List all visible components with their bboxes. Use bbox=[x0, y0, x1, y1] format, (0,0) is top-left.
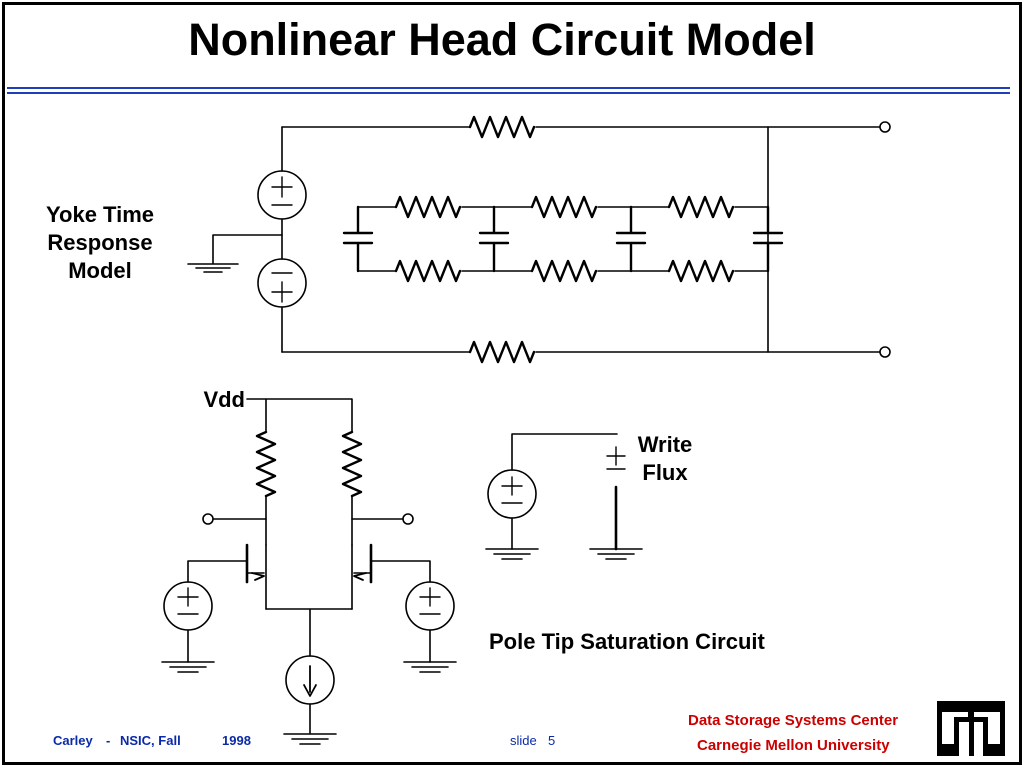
footer-separator: - bbox=[106, 733, 111, 748]
ground-tail-icon bbox=[283, 733, 337, 745]
write-flux-label-line1: Write bbox=[638, 432, 693, 457]
terminal-top-icon bbox=[879, 121, 891, 133]
footer-year: 1998 bbox=[222, 733, 251, 748]
resistor-bottom-icon bbox=[468, 340, 536, 364]
output-right-terminal-icon bbox=[402, 513, 414, 525]
load-resistor-right-icon bbox=[341, 430, 363, 498]
cmu-dssc-logo-icon bbox=[937, 701, 1005, 756]
footer-author: Carley bbox=[53, 733, 93, 748]
voltage-source-lower-icon bbox=[257, 258, 307, 308]
ground-write-left-icon bbox=[485, 548, 539, 560]
ground-bias-right-icon bbox=[403, 661, 457, 673]
write-flux-circuit bbox=[485, 433, 643, 560]
brand-line2: Carnegie Mellon University bbox=[697, 737, 890, 754]
ground-left-icon bbox=[187, 263, 239, 273]
footer-slide-number: 5 bbox=[548, 733, 556, 748]
terminal-bottom-icon bbox=[879, 346, 891, 358]
footer-slide-label: slide bbox=[510, 733, 537, 748]
transistor-left-arrow-icon bbox=[251, 572, 265, 581]
brand-line1: Data Storage Systems Center bbox=[688, 712, 899, 729]
title-rule bbox=[7, 87, 1010, 94]
load-resistor-left-icon bbox=[255, 430, 277, 498]
pole-tip-caption: Pole Tip Saturation Circuit bbox=[489, 629, 766, 654]
vdd-label: Vdd bbox=[203, 387, 245, 412]
write-polarity-plus-icon bbox=[606, 446, 626, 466]
output-left-terminal-icon bbox=[202, 513, 214, 525]
yoke-label-line3: Model bbox=[68, 258, 132, 283]
transistor-right-arrow-icon bbox=[353, 572, 367, 581]
yoke-label-line2: Response bbox=[47, 230, 152, 255]
write-flux-label-line2: Flux bbox=[642, 460, 688, 485]
slide-title: Nonlinear Head Circuit Model bbox=[188, 14, 816, 65]
yoke-network bbox=[187, 115, 891, 364]
ground-write-right-icon bbox=[589, 548, 643, 560]
voltage-source-upper-icon bbox=[257, 170, 307, 220]
yoke-label-line1: Yoke Time bbox=[46, 202, 154, 227]
footer-course: NSIC, Fall bbox=[120, 733, 181, 748]
differential-pair bbox=[161, 398, 457, 745]
ground-bias-left-icon bbox=[161, 661, 215, 673]
resistor-top-icon bbox=[468, 115, 536, 139]
